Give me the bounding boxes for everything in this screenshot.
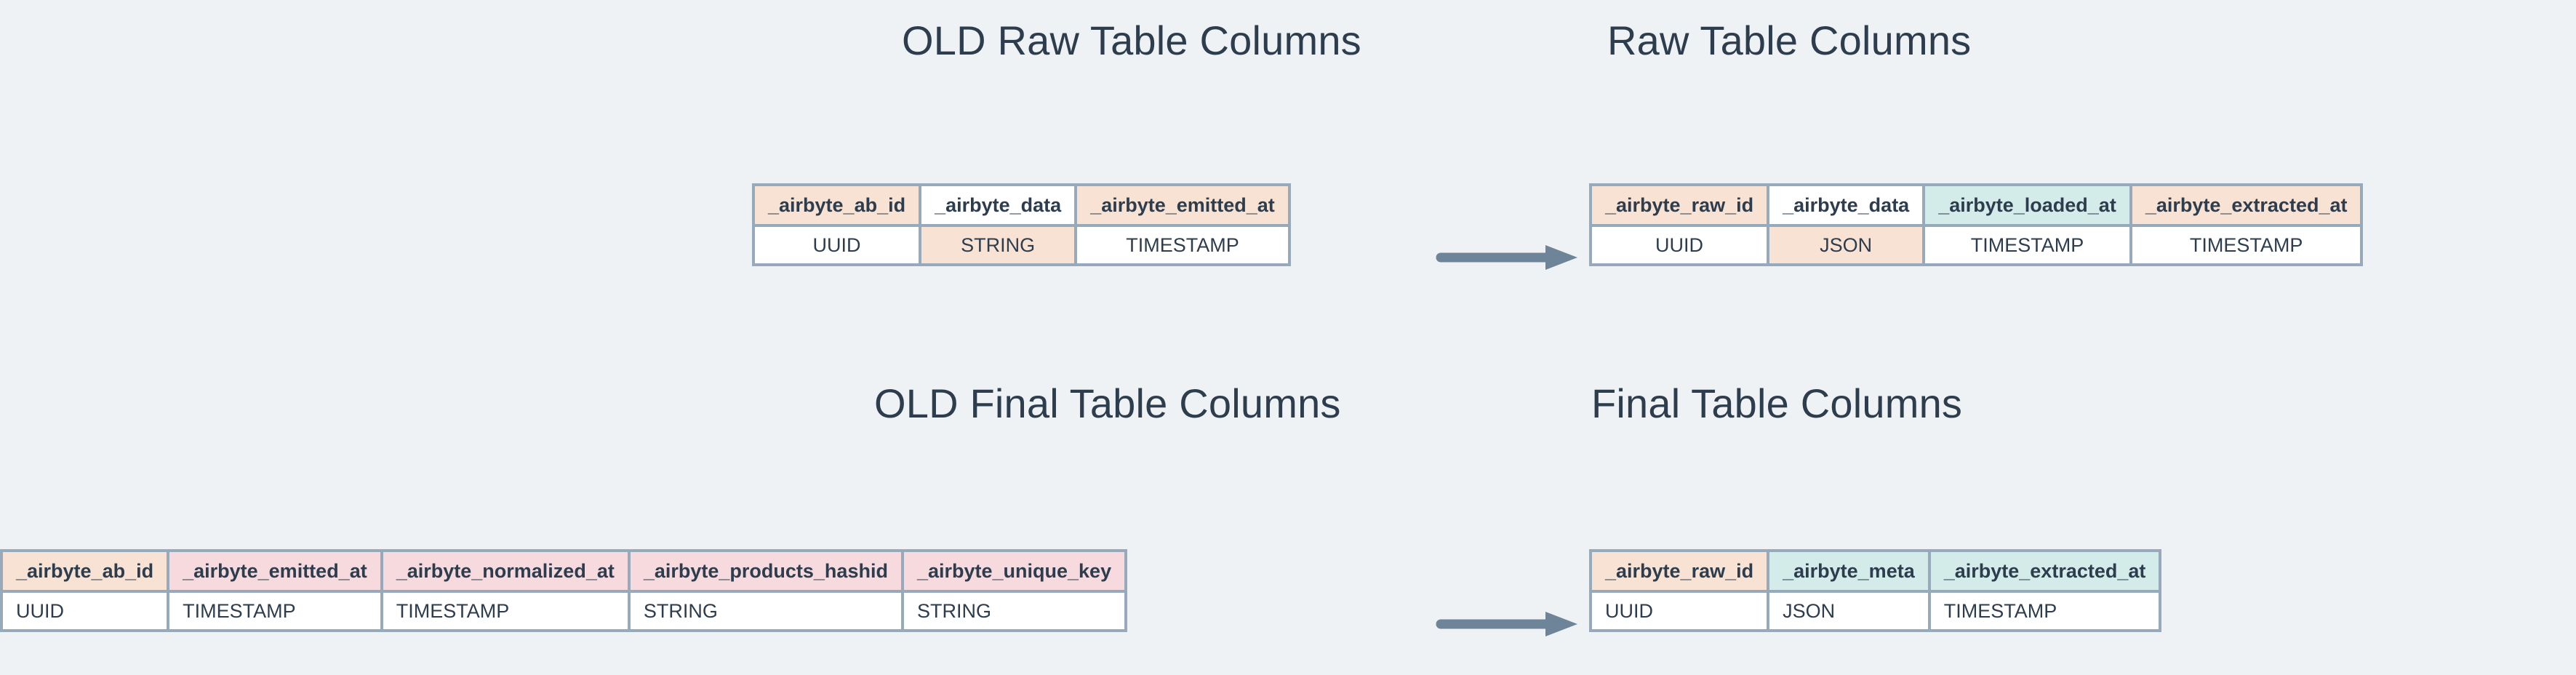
table-new-final-columns: _airbyte_raw_id_airbyte_meta_airbyte_ext… (1588, 549, 2162, 632)
column-type-cell: STRING (900, 590, 1128, 632)
column-type-cell: UUID (1588, 224, 1770, 266)
table-header-row: _airbyte_ab_id_airbyte_emitted_at_airbyt… (0, 549, 1128, 593)
column-header-cell: _airbyte_unique_key (900, 549, 1128, 593)
column-type-cell: TIMESTAMP (1927, 590, 2162, 632)
table-old-raw-columns: _airbyte_ab_id_airbyte_data_airbyte_emit… (751, 183, 1291, 266)
column-header-cell: _airbyte_raw_id (1588, 549, 1770, 593)
table-header-row: _airbyte_raw_id_airbyte_data_airbyte_loa… (1588, 183, 2364, 227)
column-header-cell: _airbyte_data (919, 183, 1078, 227)
column-type-cell: JSON (1767, 590, 1931, 632)
table-header-row: _airbyte_ab_id_airbyte_data_airbyte_emit… (751, 183, 1291, 227)
arrow-old-final-to-new-final (1436, 612, 1577, 636)
column-type-cell: TIMESTAMP (1074, 224, 1291, 266)
column-type-cell: STRING (627, 590, 904, 632)
arrow-old-raw-to-new-raw (1436, 245, 1577, 270)
column-header-cell: _airbyte_data (1767, 183, 1926, 227)
title-old-raw-table: OLD Raw Table Columns (902, 17, 1361, 63)
title-new-final-table: Final Table Columns (1591, 380, 1963, 426)
column-header-cell: _airbyte_ab_id (0, 549, 170, 593)
column-header-cell: _airbyte_ab_id (751, 183, 922, 227)
column-type-cell: UUID (0, 590, 170, 632)
column-header-cell: _airbyte_loaded_at (1922, 183, 2132, 227)
column-header-cell: _airbyte_extracted_at (2129, 183, 2364, 227)
column-type-cell: TIMESTAMP (380, 590, 631, 632)
column-type-cell: UUID (751, 224, 922, 266)
column-type-cell: TIMESTAMP (2129, 224, 2364, 266)
column-header-cell: _airbyte_raw_id (1588, 183, 1770, 227)
column-type-cell: TIMESTAMP (167, 590, 383, 632)
column-type-cell: STRING (919, 224, 1078, 266)
column-header-cell: _airbyte_extracted_at (1927, 549, 2162, 593)
title-old-final-table: OLD Final Table Columns (874, 380, 1341, 426)
column-header-cell: _airbyte_normalized_at (380, 549, 631, 593)
column-type-cell: TIMESTAMP (1922, 224, 2132, 266)
column-type-cell: JSON (1767, 224, 1926, 266)
column-header-cell: _airbyte_meta (1767, 549, 1931, 593)
table-header-row: _airbyte_raw_id_airbyte_meta_airbyte_ext… (1588, 549, 2162, 593)
column-header-cell: _airbyte_emitted_at (1074, 183, 1291, 227)
table-new-raw-columns: _airbyte_raw_id_airbyte_data_airbyte_loa… (1588, 183, 2364, 266)
column-type-cell: UUID (1588, 590, 1770, 632)
column-header-cell: _airbyte_products_hashid (627, 549, 904, 593)
table-old-final-columns: _airbyte_ab_id_airbyte_emitted_at_airbyt… (0, 549, 1128, 632)
title-new-raw-table: Raw Table Columns (1607, 17, 1972, 63)
column-header-cell: _airbyte_emitted_at (167, 549, 383, 593)
